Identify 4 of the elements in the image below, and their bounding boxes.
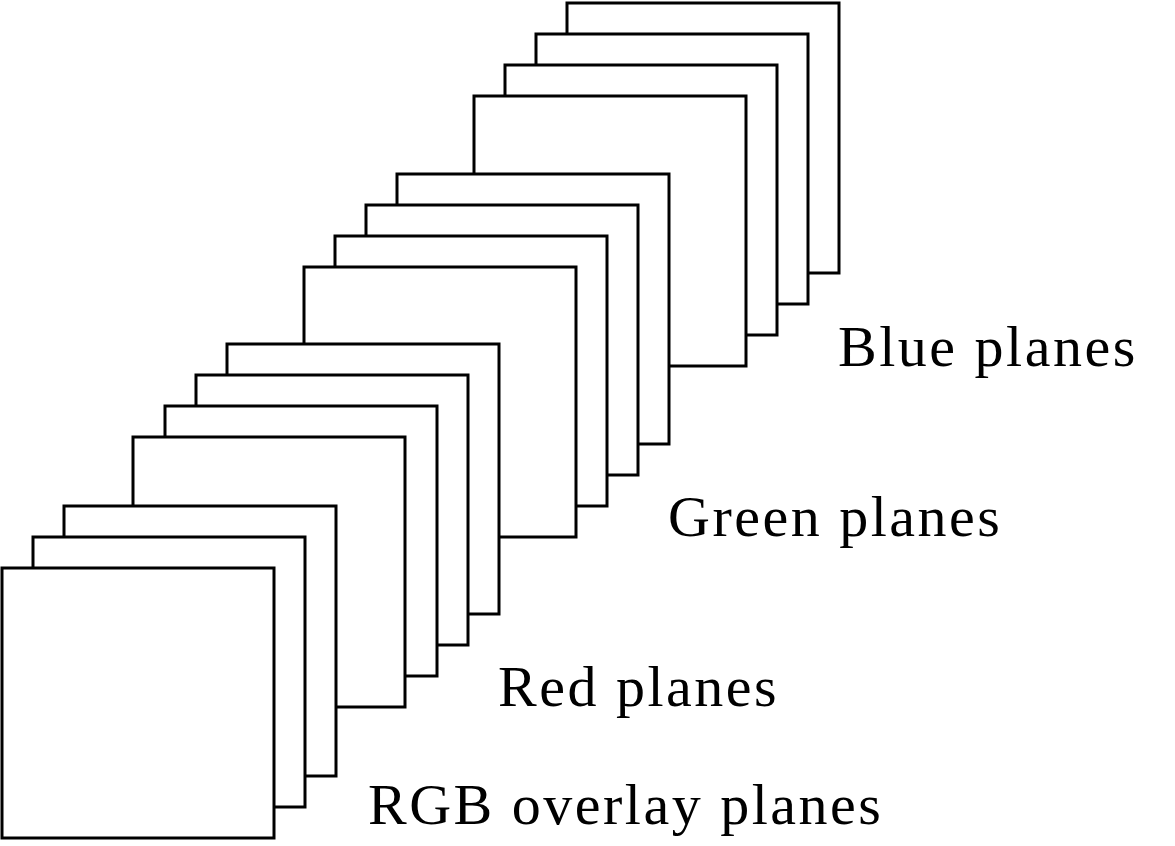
plane-group-label: RGB overlay planes (368, 776, 884, 834)
plane-group-label: Blue planes (838, 318, 1138, 376)
plane-group-label: Red planes (498, 658, 780, 716)
plane-group-label: Green planes (668, 488, 1003, 546)
